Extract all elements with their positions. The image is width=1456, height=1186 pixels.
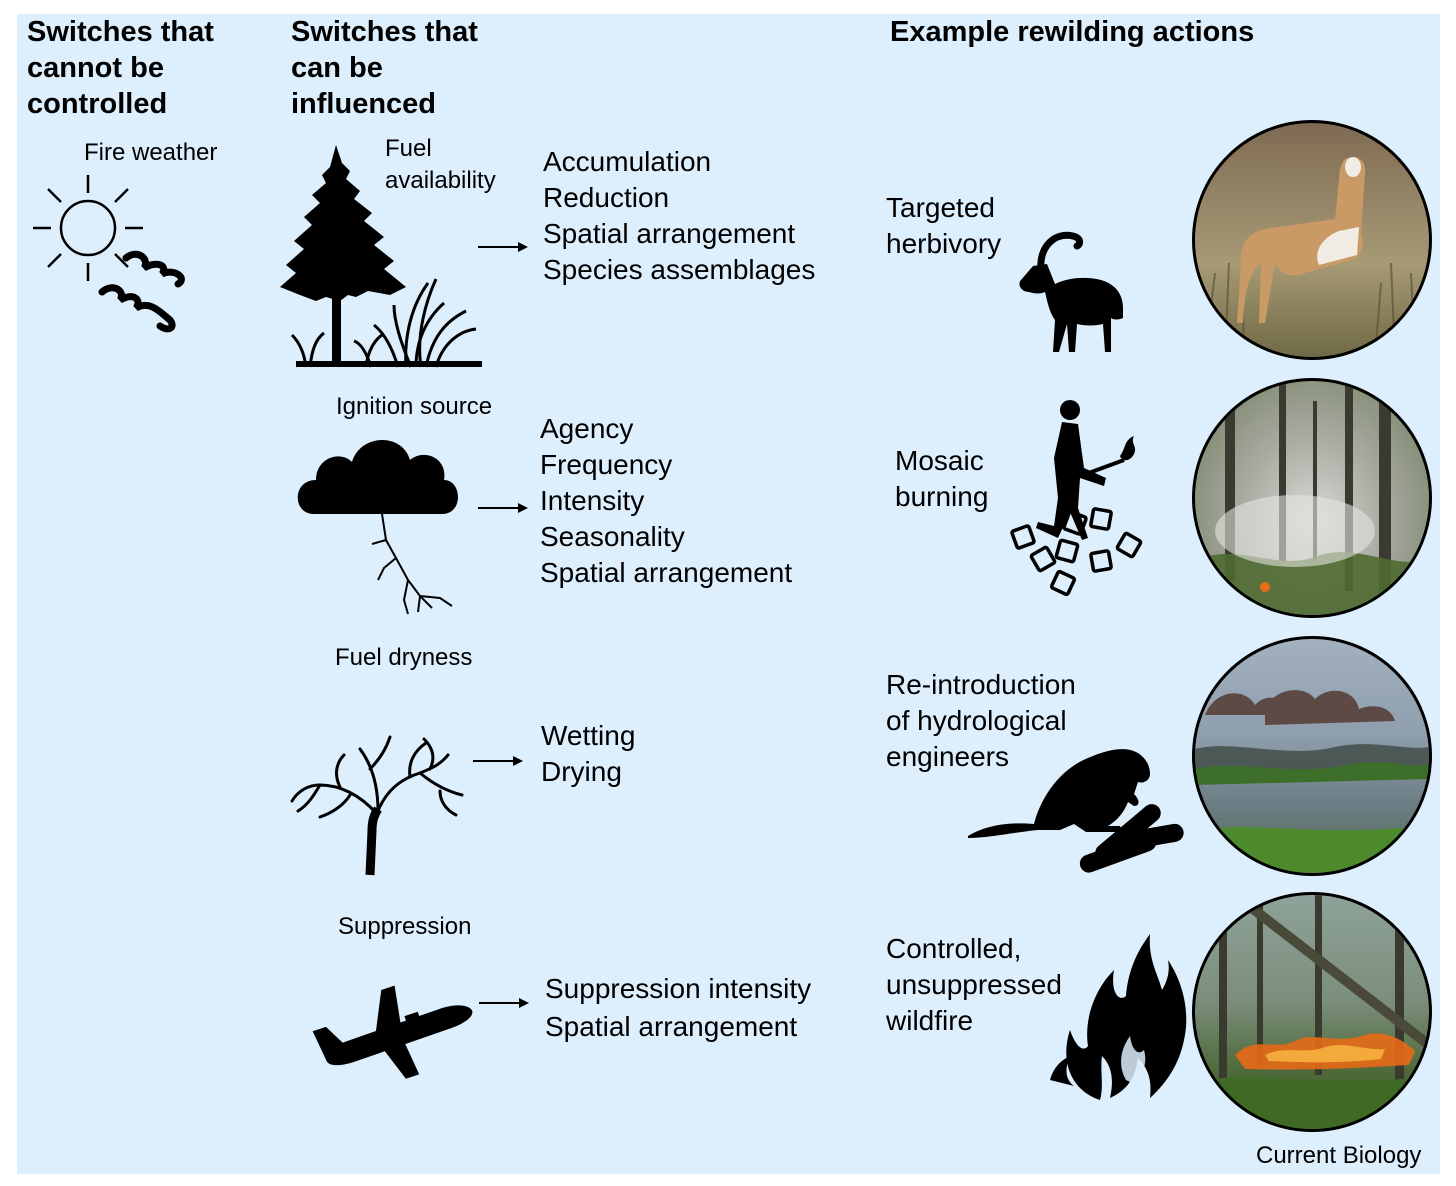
- header-uncontrolled: Switches that cannot be controlled: [27, 16, 214, 120]
- fire-weather-label: Fire weather: [84, 139, 218, 166]
- suppression-items: Suppression intensity Spatial arrangemen…: [545, 971, 811, 1045]
- arrow-right-icon: [473, 756, 523, 766]
- airplane-icon: [312, 985, 473, 1079]
- flame-icon: [1050, 934, 1187, 1100]
- ibex-icon: [1019, 231, 1123, 352]
- switch-label-fuel-availability: Fuel availability: [385, 135, 496, 194]
- sun-wind-icon: [33, 175, 185, 333]
- switch-label-fuel-dryness: Fuel dryness: [335, 644, 473, 671]
- action-hydrological-engineers: Re-introduction of hydrological engineer…: [886, 669, 1076, 772]
- list-item: Agency: [540, 413, 634, 444]
- list-item: Spatial arrangement: [543, 218, 796, 249]
- list-item: Frequency: [540, 449, 673, 480]
- action-controlled-wildfire: Controlled, unsuppressed wildfire: [886, 933, 1062, 1036]
- list-item: Intensity: [540, 485, 645, 516]
- list-item: Seasonality: [540, 521, 685, 552]
- list-item: Spatial arrangement: [545, 1011, 798, 1042]
- switch-label-ignition-source: Ignition source: [336, 393, 493, 420]
- arrow-right-icon: [478, 242, 528, 252]
- arrow-right-icon: [479, 998, 529, 1008]
- list-item: Reduction: [543, 182, 670, 213]
- list-item: Wetting: [541, 720, 636, 751]
- list-item: Suppression intensity: [545, 973, 812, 1004]
- fuel-availability-items: Accumulation Reduction Spatial arrangeme…: [543, 144, 815, 288]
- tree-and-grass-icon: [280, 145, 482, 368]
- header-actions: Example rewilding actions: [890, 16, 1255, 48]
- ignition-source-items: Agency Frequency Intensity Seasonality S…: [540, 411, 792, 591]
- header-influenced: Switches that can be influenced: [291, 16, 478, 120]
- vicuna-photo: [1192, 120, 1432, 360]
- list-item: Spatial arrangement: [540, 557, 793, 588]
- credit-label: Current Biology: [1256, 1142, 1422, 1169]
- action-targeted-herbivory: Targeted herbivory: [886, 192, 1002, 259]
- dead-tree-icon: [290, 735, 464, 876]
- forest-fire-photo: [1192, 892, 1432, 1132]
- hippos-in-water-photo: [1192, 636, 1432, 876]
- storm-cloud-lightning-icon: [297, 439, 458, 615]
- fuel-dryness-items: Wetting Drying: [541, 718, 635, 790]
- arrow-right-icon: [478, 503, 528, 513]
- list-item: Accumulation: [543, 146, 712, 177]
- action-mosaic-burning: Mosaic burning: [895, 445, 989, 512]
- smoky-forest-photo: [1192, 378, 1432, 618]
- list-item: Drying: [541, 756, 622, 787]
- person-with-torch-icon: [1010, 400, 1143, 597]
- beaver-icon: [968, 749, 1184, 873]
- switch-label-suppression: Suppression: [338, 913, 472, 940]
- list-item: Species assemblages: [543, 254, 816, 285]
